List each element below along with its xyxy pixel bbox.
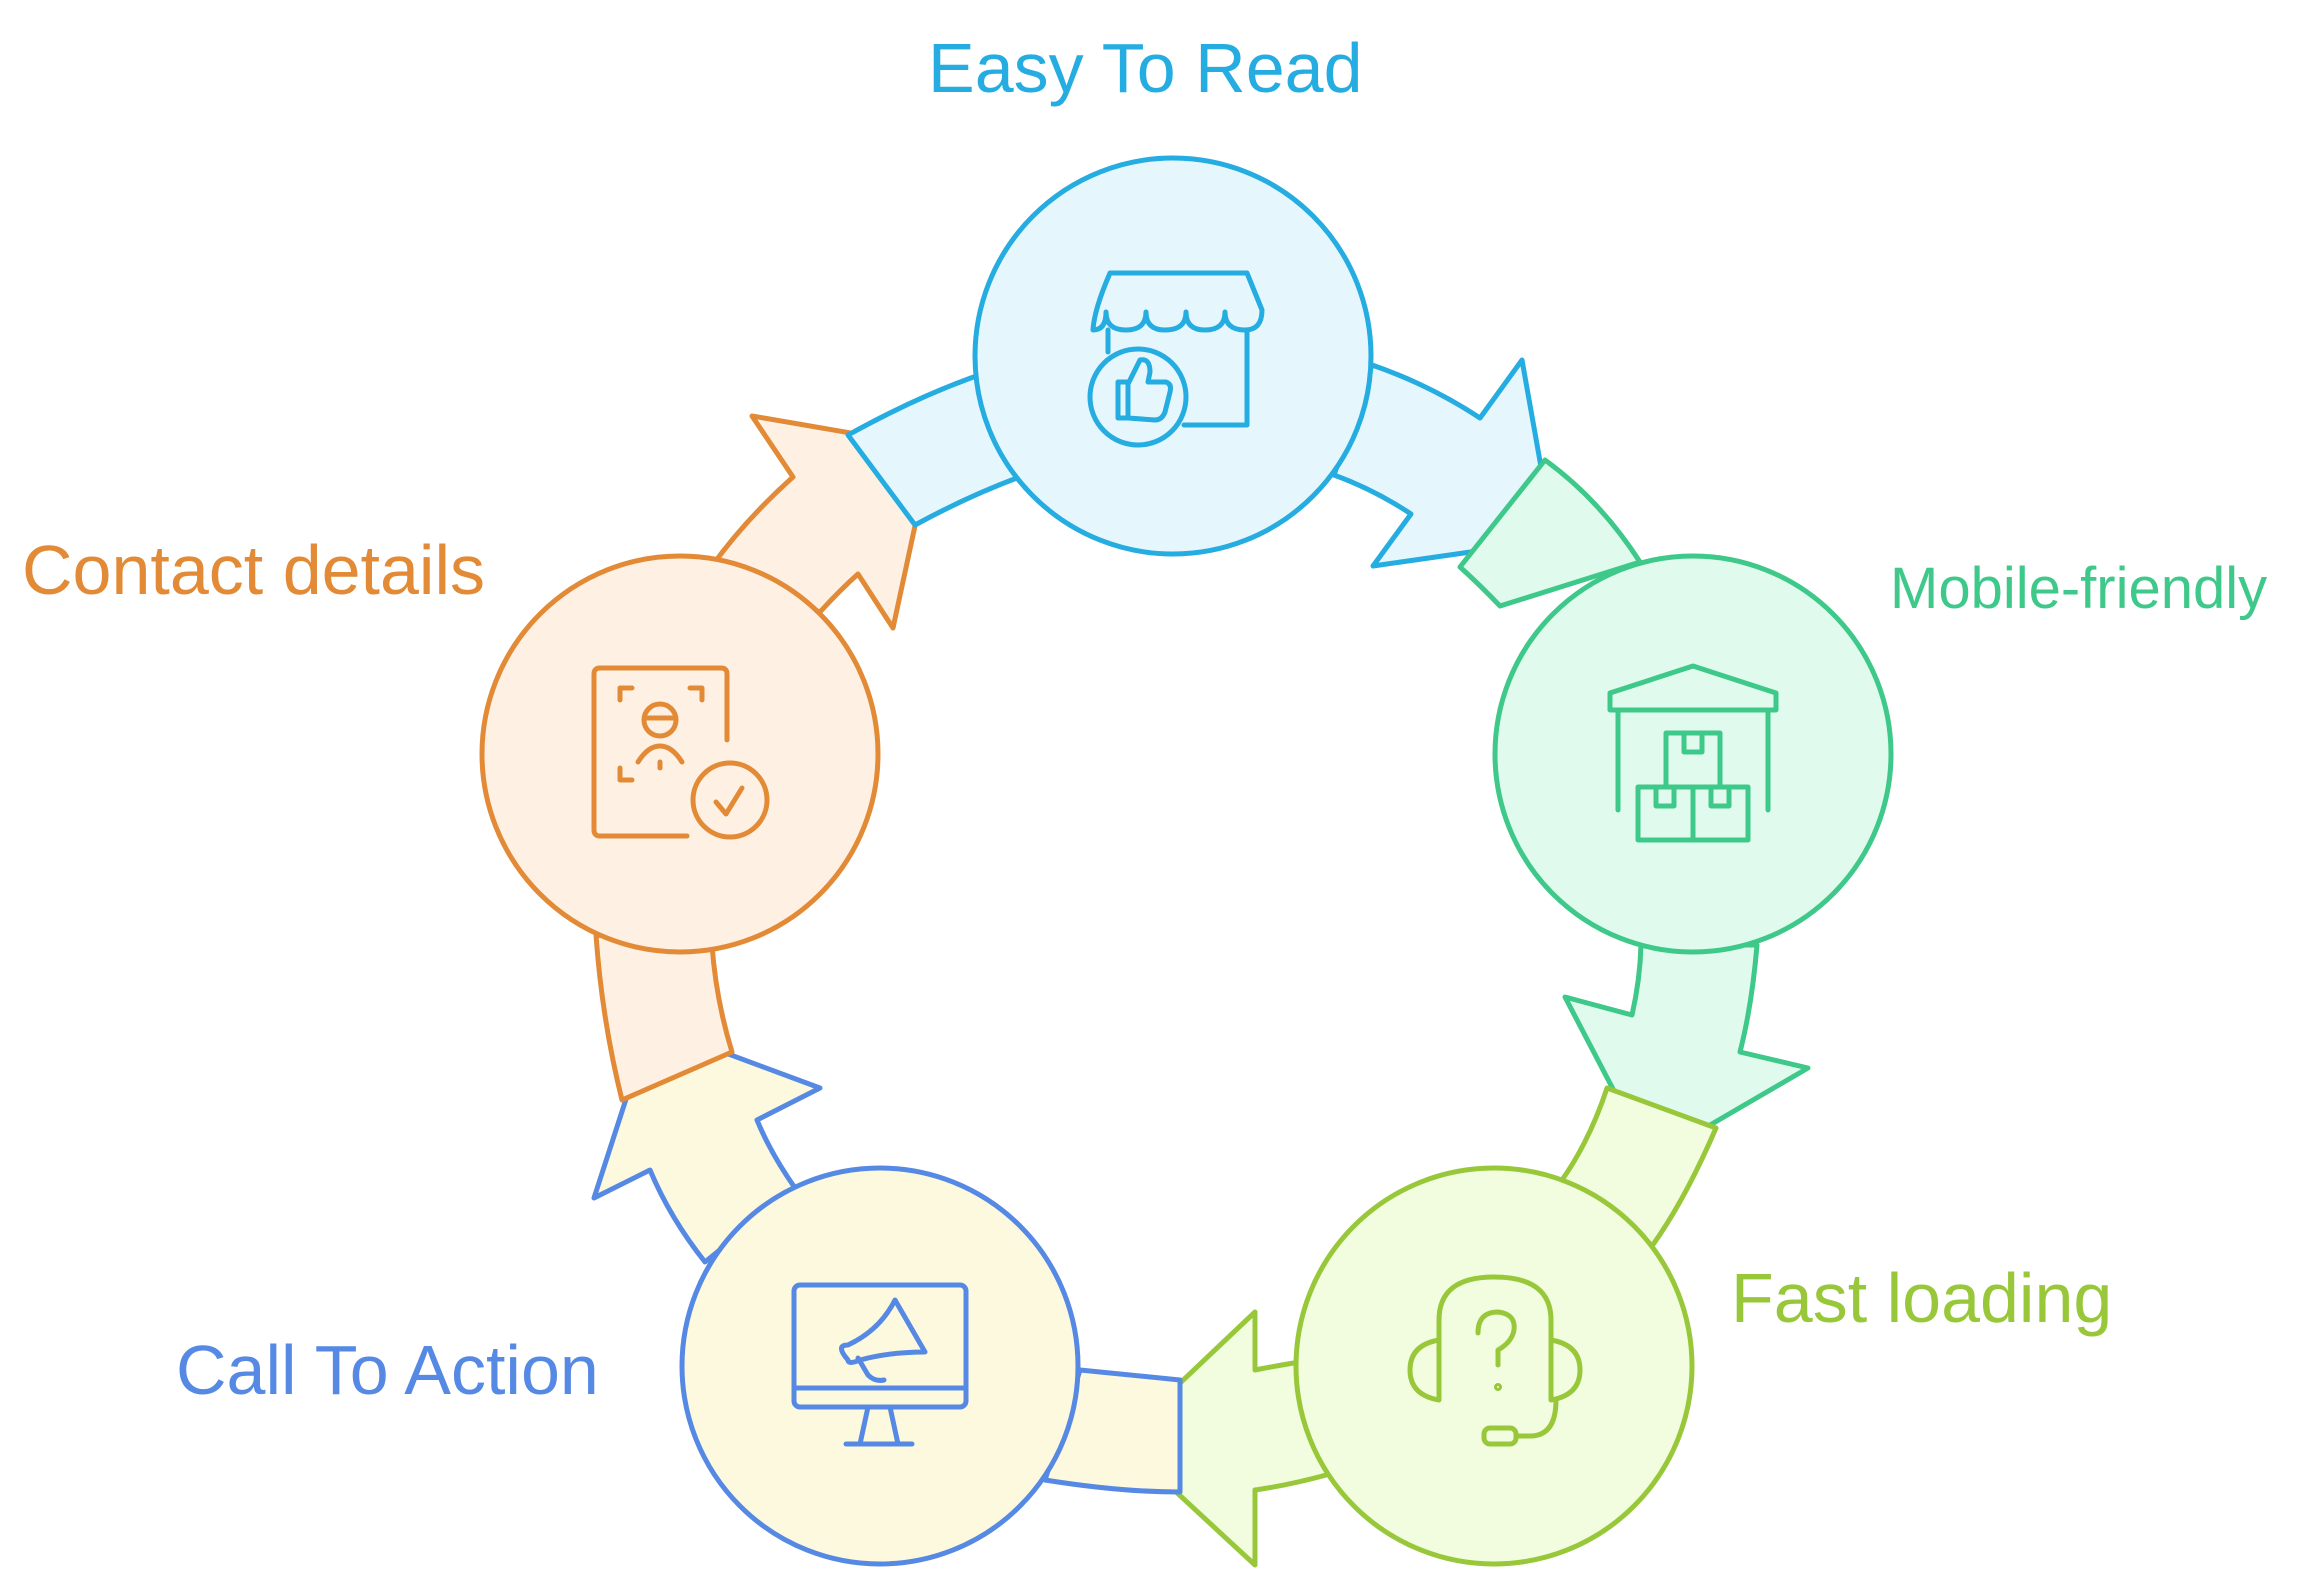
stage-label-easy-to-read: Easy To Read xyxy=(928,29,1363,107)
stage-label-call-to-action: Call To Action xyxy=(176,1331,599,1409)
stage-label-mobile-friendly: Mobile-friendly xyxy=(1890,556,2268,621)
stage-circle-contact-details xyxy=(479,553,881,955)
stage-circle-call-to-action xyxy=(679,1165,1081,1567)
stage-label-contact-details: Contact details xyxy=(22,531,486,609)
warehouse-boxes-icon xyxy=(1607,663,1779,843)
storefront-thumbs-up-icon xyxy=(1087,270,1265,448)
stage-label-fast-loading: Fast loading xyxy=(1731,1259,2113,1337)
headset-support-icon xyxy=(1407,1274,1583,1447)
stage-circle-fast-loading xyxy=(1293,1165,1695,1567)
id-document-check-icon xyxy=(591,665,770,840)
monitor-megaphone-icon xyxy=(791,1282,969,1447)
stage-circle-easy-to-read xyxy=(972,155,1374,557)
